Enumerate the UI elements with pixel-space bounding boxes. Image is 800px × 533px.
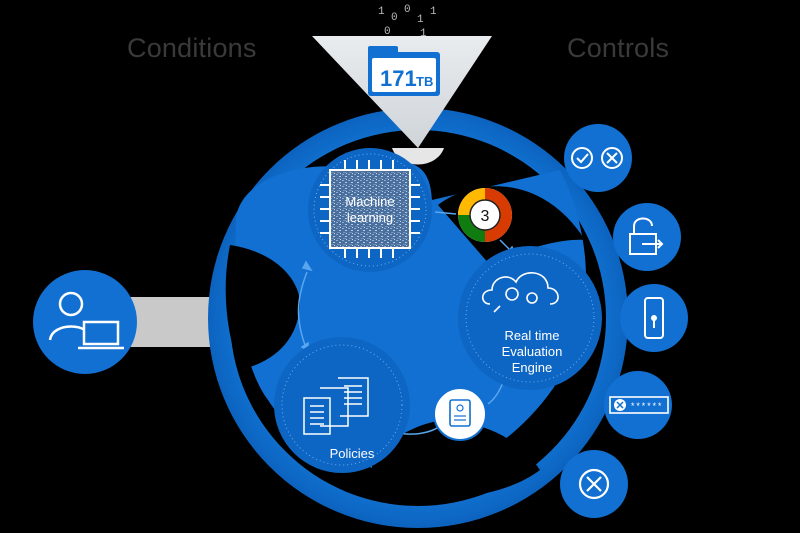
user-node [33,270,137,374]
control-mobile-lock [620,284,688,352]
machine-learning-node: Machine learning [308,148,432,272]
policy-badge [433,387,487,441]
control-block [560,450,628,518]
control-allow-block [564,124,632,192]
svg-text:1: 1 [417,14,424,26]
phone-icon [644,297,664,339]
cloud-gears-icon [481,272,559,313]
svg-text:0: 0 [384,26,391,38]
policy-doc-icon [449,399,471,427]
evaluation-engine-node: Real time Evaluation Engine [458,246,602,390]
password-field-icon [609,396,669,414]
svg-text:1: 1 [420,28,427,40]
chip-icon [320,160,420,258]
control-password-block: ****** [604,371,672,439]
laptop-icon [82,320,120,346]
data-funnel: 171 TB 1 0 0 1 1 0 1 [312,4,492,165]
svg-text:0: 0 [404,4,411,16]
svg-text:0: 0 [391,12,398,24]
evaluation-label-1: Real time [505,328,560,343]
control-lock-access [613,203,681,271]
policies-label: Policies [330,446,375,461]
risk-score-value: 3 [481,208,490,225]
machine-learning-label-1: Machine [345,194,394,209]
controls-label: Controls [567,33,670,63]
storage-unit: TB [416,74,433,89]
close-icon [606,152,618,164]
storage-value: 171 [380,66,417,91]
svg-text:******: ****** [630,402,662,412]
risk-score-gauge: 3 [458,188,512,242]
svg-text:1: 1 [430,6,437,18]
user-icon [58,291,84,317]
svg-text:1: 1 [378,6,385,18]
conditions-label: Conditions [127,33,257,63]
documents-icon [303,377,369,435]
binary-stream: 1 0 0 1 1 0 1 [378,4,437,40]
evaluation-label-3: Engine [512,360,552,375]
policies-node: Policies [274,337,410,473]
user-connector-bar [128,297,218,347]
machine-learning-label-2: learning [347,210,393,225]
check-icon [576,153,589,164]
block-icon [586,476,602,492]
evaluation-label-2: Evaluation [502,344,563,359]
